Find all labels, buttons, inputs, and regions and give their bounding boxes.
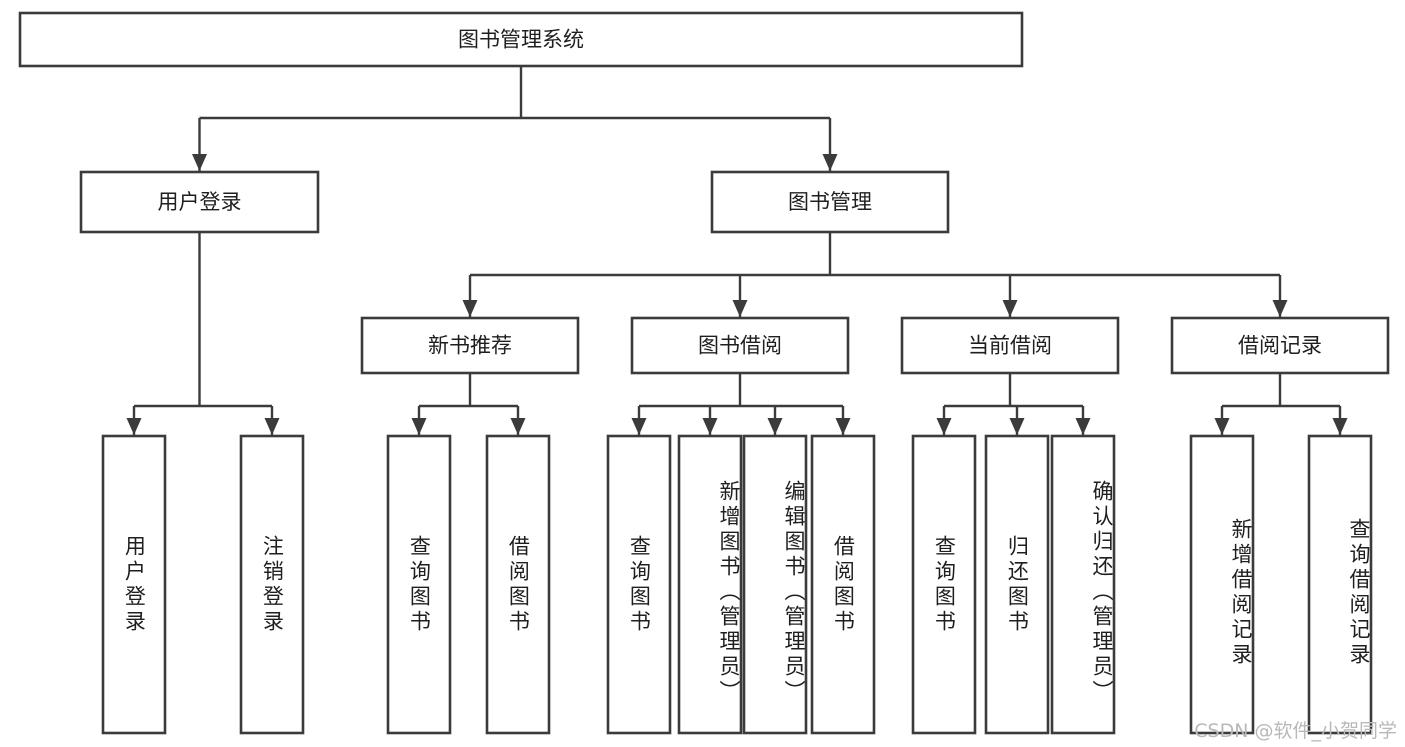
arrow-head-icon bbox=[767, 418, 783, 435]
node-leaf-return-book[interactable] bbox=[984, 434, 1050, 735]
connectors-layer bbox=[126, 66, 1348, 435]
node-label-book-manage: 图书管理 bbox=[788, 190, 872, 214]
node-label-user-login: 用户登录 bbox=[158, 190, 242, 214]
node-leaf-add-record[interactable] bbox=[1189, 434, 1255, 735]
boxes-layer bbox=[18, 11, 1390, 735]
arrow-head-icon bbox=[631, 418, 647, 435]
node-leaf-edit-book[interactable] bbox=[742, 434, 808, 735]
arrow-head-icon bbox=[264, 418, 280, 435]
arrow-head-icon bbox=[462, 300, 478, 317]
arrow-head-icon bbox=[1075, 418, 1091, 435]
csdn-watermark: CSDN @软件_小贺同学 bbox=[1194, 720, 1397, 742]
arrow-head-icon bbox=[1214, 418, 1230, 435]
arrow-head-icon bbox=[510, 418, 526, 435]
node-label-root: 图书管理系统 bbox=[458, 28, 584, 52]
arrow-head-icon bbox=[936, 418, 952, 435]
arrow-head-icon bbox=[1009, 418, 1025, 435]
arrow-head-icon bbox=[1002, 300, 1018, 317]
node-current-borrow[interactable] bbox=[900, 316, 1120, 375]
arrow-head-icon bbox=[835, 418, 851, 435]
node-leaf-query-record[interactable] bbox=[1307, 434, 1373, 735]
arrow-head-icon bbox=[1332, 418, 1348, 435]
node-leaf-logout[interactable] bbox=[239, 434, 305, 735]
node-leaf-confirm-return[interactable] bbox=[1050, 434, 1116, 735]
arrow-head-icon bbox=[732, 300, 748, 317]
node-new-book-rec[interactable] bbox=[360, 316, 580, 375]
arrow-head-icon bbox=[1272, 300, 1288, 317]
node-label-book-borrow: 图书借阅 bbox=[698, 334, 782, 358]
node-label-borrow-record: 借阅记录 bbox=[1238, 334, 1322, 358]
node-leaf-query-book-3[interactable] bbox=[911, 434, 977, 735]
node-leaf-query-book-2[interactable] bbox=[606, 434, 672, 735]
node-user-login[interactable] bbox=[79, 170, 320, 234]
node-label-new-book-rec: 新书推荐 bbox=[428, 334, 512, 358]
node-book-manage[interactable] bbox=[710, 170, 950, 234]
node-label-current-borrow: 当前借阅 bbox=[968, 334, 1052, 358]
arrow-head-icon bbox=[702, 418, 718, 435]
node-book-borrow[interactable] bbox=[630, 316, 850, 375]
arrow-head-icon bbox=[411, 418, 427, 435]
node-leaf-query-book-1[interactable] bbox=[386, 434, 452, 735]
node-borrow-record[interactable] bbox=[1170, 316, 1390, 375]
arrow-head-icon bbox=[822, 154, 838, 171]
node-leaf-user-login[interactable] bbox=[101, 434, 167, 735]
node-leaf-borrow-book-1[interactable] bbox=[485, 434, 551, 735]
arrow-head-icon bbox=[126, 418, 142, 435]
node-root[interactable] bbox=[18, 11, 1024, 68]
node-leaf-borrow-book-2[interactable] bbox=[810, 434, 876, 735]
node-leaf-add-book[interactable] bbox=[677, 434, 743, 735]
arrow-head-icon bbox=[192, 154, 207, 171]
